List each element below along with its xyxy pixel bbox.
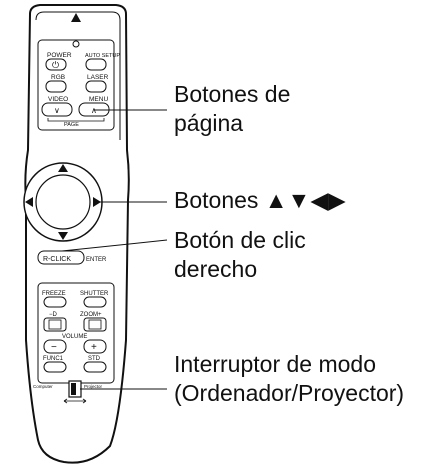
- shutter-button-label: SHUTTER: [80, 291, 109, 297]
- freeze-button-label: FREEZE: [42, 291, 66, 297]
- led-indicator: [72, 40, 80, 48]
- page-down-button[interactable]: [41, 102, 73, 117]
- switch-direction-arrow-icon: [63, 398, 87, 404]
- enter-label: ENTER: [86, 257, 107, 263]
- dzoom-plus-label: ZOOM+: [80, 312, 102, 318]
- volume-up-icon: +: [91, 342, 97, 353]
- freeze-button[interactable]: [43, 296, 67, 308]
- volume-down-icon: −: [51, 342, 57, 353]
- arrow-buttons-callout: Botones ▲▼◀▶: [174, 187, 346, 213]
- right-click-leader: [61, 239, 168, 252]
- laser-emitter-icon: [71, 13, 81, 22]
- right-click-callout: Botón de clic derecho: [174, 226, 306, 284]
- std-button-label: STD: [88, 356, 101, 362]
- dpad-up-arrow-icon[interactable]: [58, 164, 68, 172]
- page-bracket: [47, 118, 105, 122]
- power-button-label: POWER: [47, 52, 72, 59]
- dpad-left-arrow-icon[interactable]: [25, 197, 33, 207]
- dzoom-minus-button[interactable]: [43, 317, 67, 332]
- mode-switch-callout: Interruptor de modo (Ordenador/Proyector…: [174, 350, 404, 408]
- video-button-label: VIDEO: [48, 96, 68, 103]
- rgb-button[interactable]: [45, 80, 67, 93]
- page-buttons-callout-line1: Botones de: [174, 81, 291, 107]
- func1-button-label: FUNC1: [43, 356, 64, 362]
- mode-switch-slider: [71, 383, 76, 395]
- volume-up-button[interactable]: [83, 339, 107, 354]
- remote-inner-outline: [35, 11, 121, 140]
- menu-button-label: MENU: [89, 96, 108, 103]
- right-click-button[interactable]: [37, 250, 85, 265]
- page-down-icon: ∨: [54, 106, 60, 115]
- auto-setup-button-label: AUTO SETUP: [85, 53, 120, 59]
- right-click-button-label: R-CLICK: [43, 256, 71, 263]
- power-button[interactable]: [45, 58, 67, 71]
- computer-label: Computer: [33, 384, 53, 389]
- mode-switch-callout-line1: Interruptor de modo: [174, 351, 377, 377]
- auto-setup-button[interactable]: [85, 58, 107, 71]
- page-buttons-callout: Botones de página: [174, 80, 290, 138]
- zoom-out-icon: [48, 319, 62, 330]
- dzoom-minus-label: −D: [49, 312, 58, 318]
- dpad-center[interactable]: [35, 174, 91, 230]
- rgb-button-label: RGB: [51, 74, 65, 81]
- laser-button-label: LASER: [87, 74, 109, 81]
- std-button[interactable]: [83, 361, 107, 373]
- projector-label: Projector: [84, 384, 103, 389]
- power-icon: ⏻: [52, 60, 59, 70]
- laser-button[interactable]: [85, 80, 107, 93]
- right-click-callout-line1: Botón de clic: [174, 227, 306, 253]
- page-up-icon: ∧: [91, 106, 97, 115]
- volume-down-button[interactable]: [43, 339, 67, 354]
- zoom-in-icon: [88, 319, 102, 330]
- dpad-down-arrow-icon[interactable]: [58, 232, 68, 240]
- right-click-callout-line2: derecho: [174, 256, 258, 282]
- shutter-button[interactable]: [83, 296, 107, 308]
- volume-label: VOLUME: [62, 334, 87, 340]
- top-button-panel: [37, 39, 115, 131]
- func1-button[interactable]: [43, 361, 67, 373]
- page-label: PAGE: [64, 122, 79, 128]
- mode-switch-callout-line2: (Ordenador/Proyector): [174, 380, 405, 406]
- page-buttons-callout-line2: página: [174, 110, 244, 136]
- dzoom-plus-button[interactable]: [83, 317, 107, 332]
